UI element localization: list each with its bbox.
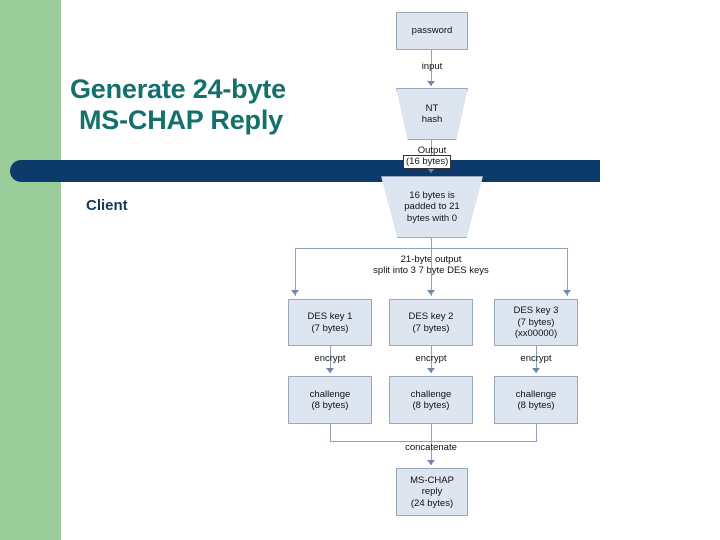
arrow-into-nt-hash [427,81,435,86]
node-des-key-1: DES key 1 (7 bytes) [288,299,372,346]
connector-padding-down [431,238,432,248]
node-challenge-1: challenge (8 bytes) [288,376,372,424]
section-label-client: Client [86,197,128,214]
arrow-into-ms-chap-reply [427,460,435,465]
connector-split-drop-1 [295,248,296,296]
label-output: Output [417,145,447,156]
arrow-into-des-key-1 [291,290,299,295]
connector-key3-to-challenge3 [536,346,537,373]
connector-split-drop-3 [567,248,568,296]
arrow-into-des-key-2 [427,290,435,295]
node-nt-hash: NT hash [396,88,468,140]
node-password: password [396,12,468,50]
label-split-line1: 21-byte output [400,254,462,265]
connector-split-drop-2 [431,248,432,296]
connector-challenge2-down [431,424,432,441]
label-concatenate: concatenate [405,442,457,453]
node-ms-chap-reply: MS-CHAP reply (24 bytes) [396,468,468,516]
label-encrypt-3: encrypt [520,353,552,364]
connector-concatenate-bus [330,441,537,442]
connector-concatenate-drop [431,441,432,465]
arrow-into-challenge-3 [532,368,540,373]
arrow-into-challenge-2 [427,368,435,373]
page-title-line2: MS-CHAP Reply [79,105,283,135]
arrow-into-challenge-1 [326,368,334,373]
label-output-bytes: (16 bytes) [403,155,452,169]
sidebar-green-band [0,0,61,540]
node-des-key-3: DES key 3 (7 bytes) (xx00000) [494,299,578,346]
arrow-into-padding [427,168,435,173]
label-split-line2: split into 3 7 byte DES keys [373,265,489,276]
page-title: Generate 24-byte MS-CHAP Reply [70,74,400,136]
node-padding: 16 bytes is padded to 21 bytes with 0 [381,176,483,238]
page-title-line1: Generate 24-byte [70,74,286,104]
node-challenge-2: challenge (8 bytes) [389,376,473,424]
label-encrypt-2: encrypt [415,353,447,364]
arrow-into-des-key-3 [563,290,571,295]
node-des-key-2: DES key 2 (7 bytes) [389,299,473,346]
connector-key1-to-challenge1 [330,346,331,373]
connector-challenge1-down [330,424,331,441]
label-encrypt-1: encrypt [314,353,346,364]
connector-challenge3-down [536,424,537,441]
connector-key2-to-challenge2 [431,346,432,373]
connector-password-to-hash [431,50,432,86]
node-challenge-3: challenge (8 bytes) [494,376,578,424]
label-input: input [421,61,443,72]
title-accent-bar-tail [300,160,600,182]
